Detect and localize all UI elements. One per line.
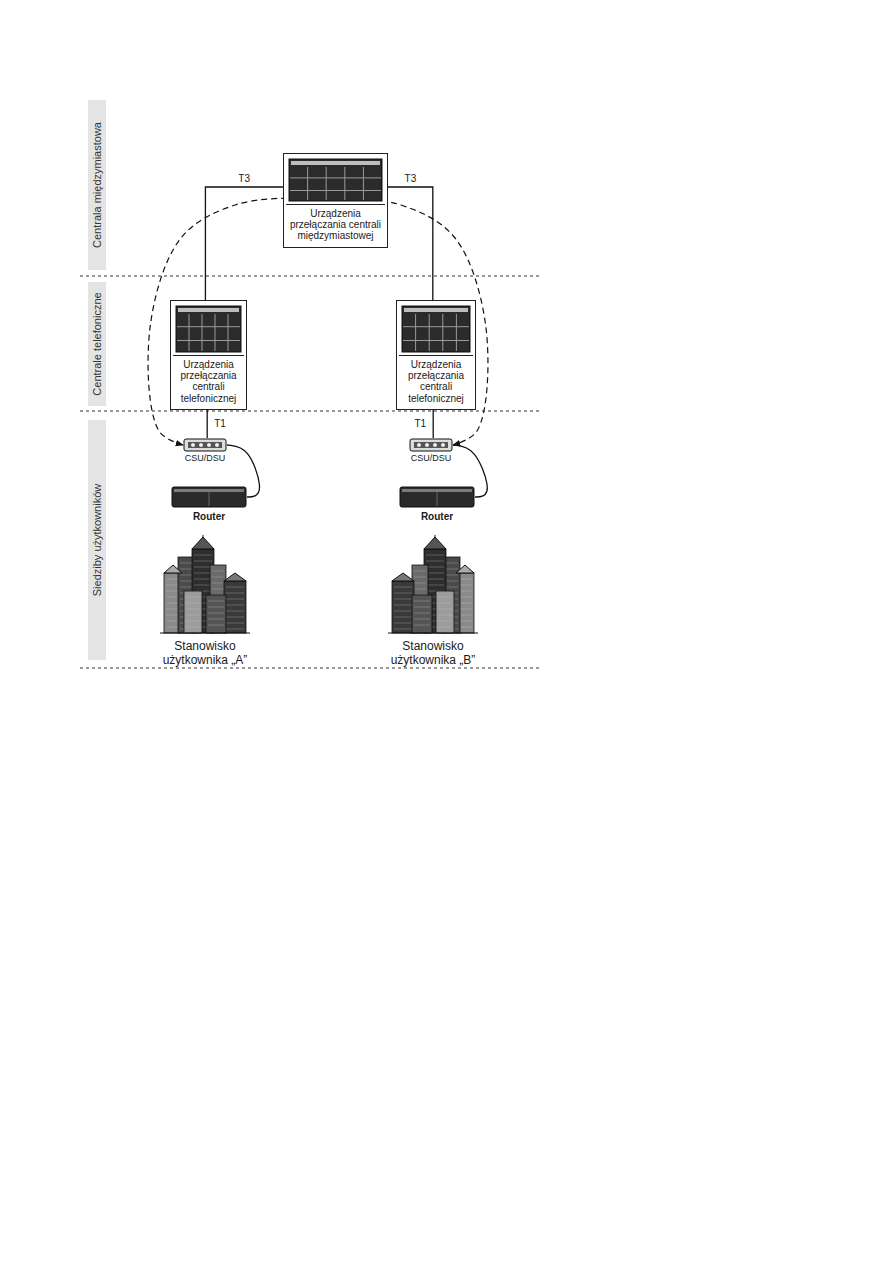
node-text: Router	[399, 511, 475, 522]
csu-dsu-icon	[183, 438, 227, 452]
node-text: CSU/DSU	[409, 454, 453, 464]
signal-path	[148, 198, 488, 445]
node-text: CSU/DSU	[183, 454, 227, 464]
band-label: Centrale telefoniczne	[91, 234, 103, 454]
line-label: T3	[403, 173, 419, 184]
line-label: T1	[212, 418, 228, 429]
router-device: Router	[399, 486, 475, 522]
city-buildings	[368, 535, 498, 635]
user-site: Stanowisko użytkownika „B”	[368, 535, 498, 668]
switch-equipment	[173, 303, 244, 355]
router-icon	[399, 486, 475, 508]
line-label: T1	[413, 418, 429, 429]
switch-box: Urządzenia przełączania centrali międzym…	[283, 153, 388, 248]
csu-dsu-unit: CSU/DSU	[183, 438, 227, 464]
node-text: Stanowisko użytkownika „B”	[368, 639, 498, 668]
line-connector	[207, 410, 208, 438]
band-shade	[88, 420, 106, 660]
router-icon	[171, 486, 247, 508]
line-connector	[433, 410, 434, 438]
csu-dsu-unit: CSU/DSU	[409, 438, 453, 464]
switch-box: Urządzenia przełączania centrali telefon…	[396, 300, 476, 410]
switch-box: Urządzenia przełączania centrali telefon…	[170, 300, 247, 410]
line-connector	[388, 187, 433, 300]
router-device: Router	[171, 486, 247, 522]
user-site: Stanowisko użytkownika „A”	[140, 535, 270, 668]
switch-equipment	[286, 156, 385, 204]
node-text: Stanowisko użytkownika „A”	[140, 639, 270, 668]
city-buildings	[140, 535, 270, 635]
node-text: Urządzenia przełączania centrali telefon…	[399, 355, 473, 407]
node-text: Urządzenia przełączania centrali telefon…	[173, 355, 244, 407]
line-label: T3	[236, 173, 252, 184]
band-label: Centrala międzymiastowa	[91, 75, 103, 295]
switch-equipment	[399, 303, 473, 355]
node-text: Urządzenia przełączania centrali międzym…	[286, 204, 385, 245]
line-connector	[205, 187, 283, 300]
band-label: Siedziby użytkowników	[91, 430, 103, 650]
node-text: Router	[171, 511, 247, 522]
csu-dsu-icon	[409, 438, 453, 452]
